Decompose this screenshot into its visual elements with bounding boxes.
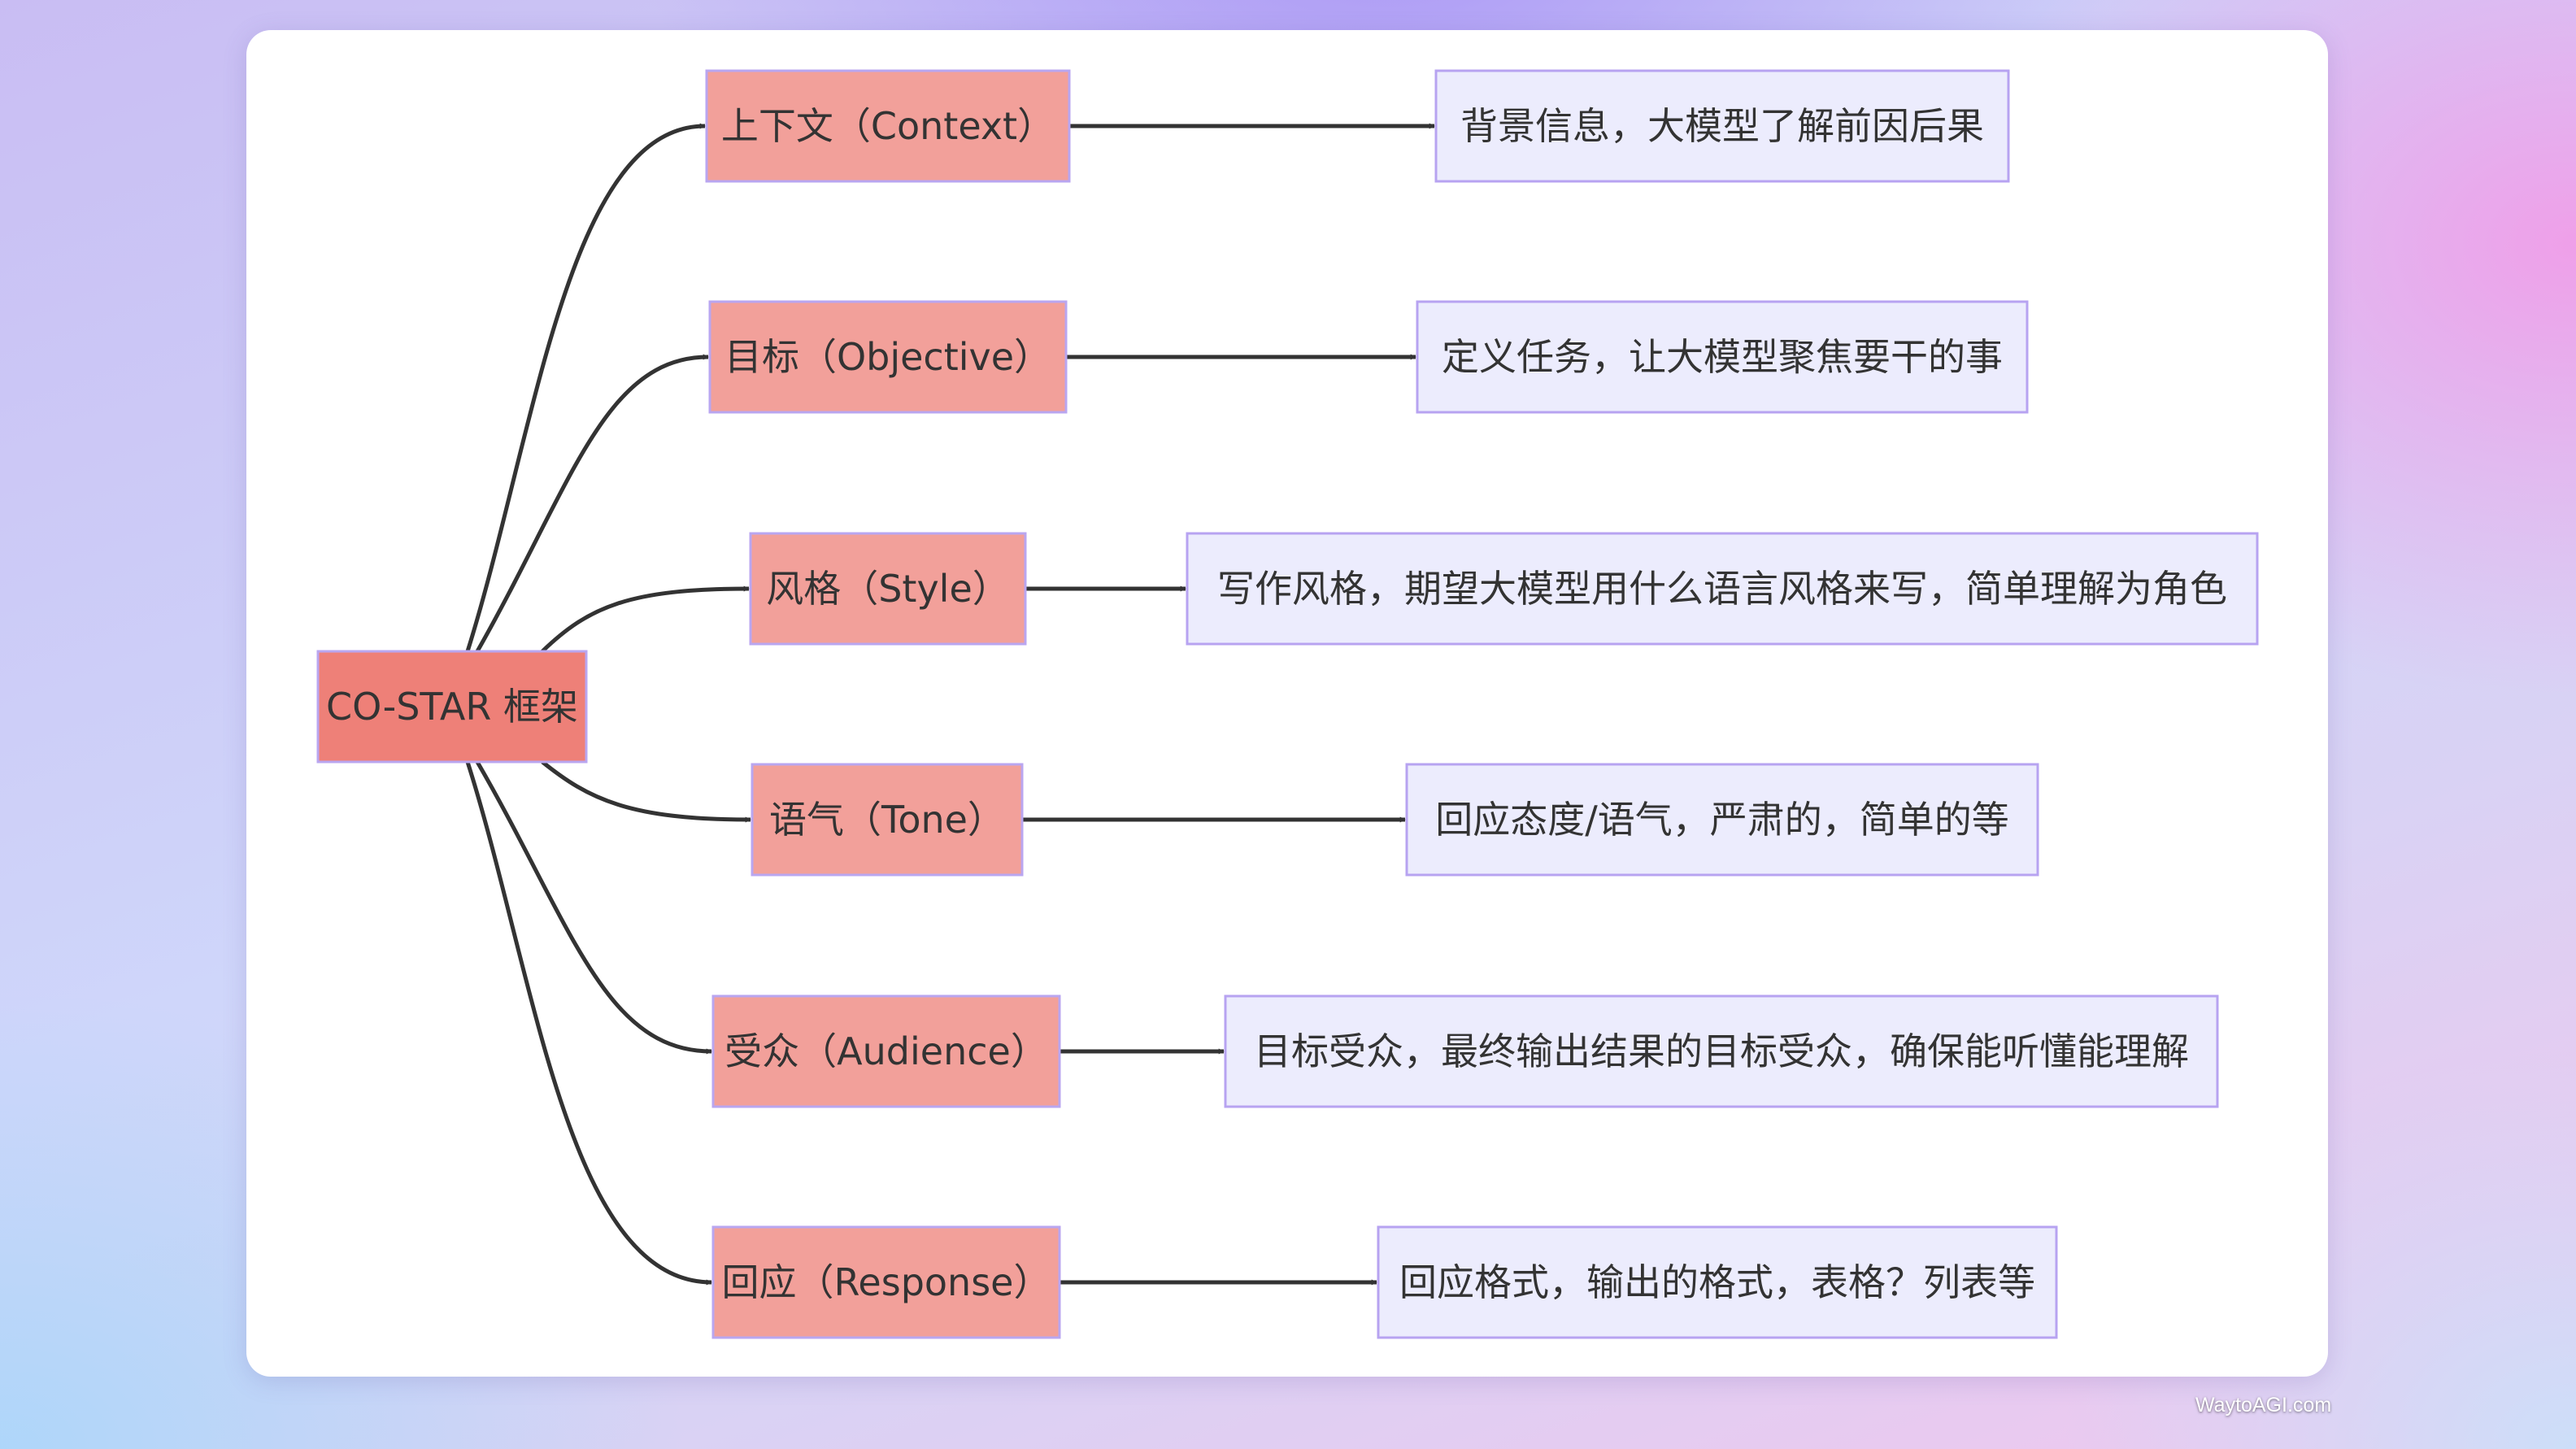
description-node-box	[1224, 994, 2219, 1108]
root-node-label: CO-STAR 框架	[326, 685, 578, 729]
description-node-label: 目标受众，最终输出结果的目标受众，确保能听懂能理解	[1254, 1029, 2189, 1073]
description-node-label: 背景信息，大模型了解前因后果	[1460, 104, 1984, 148]
description-node-response: 回应格式，输出的格式，表格？列表等	[1377, 1225, 2058, 1339]
dimension-node-box	[749, 532, 1027, 646]
dimension-node-label: 受众（Audience）	[724, 1029, 1048, 1073]
description-node-audience: 目标受众，最终输出结果的目标受众，确保能听懂能理解	[1224, 994, 2219, 1108]
description-node-label: 回应态度/语气，严肃的，简单的等	[1435, 798, 2009, 842]
description-node-box	[1405, 763, 2039, 877]
edge-root-to-objective	[475, 354, 709, 653]
description-node-tone: 回应态度/语气，严肃的，简单的等	[1405, 763, 2039, 877]
description-node-box	[1416, 300, 2029, 414]
dimension-node-label: 目标（Objective）	[724, 335, 1051, 379]
edge-root-to-tone	[541, 760, 751, 823]
description-node-style: 写作风格，期望大模型用什么语言风格来写，简单理解为角色	[1186, 532, 2259, 646]
dimension-node-tone: 语气（Tone）	[751, 763, 1024, 877]
edge-root-to-style	[541, 585, 750, 653]
dimension-node-context: 上下文（Context）	[705, 69, 1071, 183]
description-node-label: 回应格式，输出的格式，表格？列表等	[1399, 1260, 2035, 1304]
dimension-node-label: 语气（Tone）	[769, 798, 1005, 842]
dimension-node-response: 回应（Response）	[711, 1225, 1061, 1339]
description-node-label: 定义任务，让大模型聚焦要干的事	[1442, 335, 2003, 379]
watermark: WaytoAGI.com	[2195, 1394, 2332, 1416]
dimension-node-audience: 受众（Audience）	[711, 994, 1061, 1108]
description-node-box	[1186, 532, 2259, 646]
root-node-box	[316, 650, 588, 764]
root-node: CO-STAR 框架	[316, 650, 588, 764]
description-node-label: 写作风格，期望大模型用什么语言风格来写，简单理解为角色	[1217, 567, 2227, 611]
dimension-node-style: 风格（Style）	[749, 532, 1027, 646]
edge-root-to-response	[465, 761, 712, 1286]
description-node-box	[1434, 69, 2010, 183]
dimension-node-box	[705, 69, 1071, 183]
dimension-node-box	[751, 763, 1024, 877]
description-node-context: 背景信息，大模型了解前因后果	[1434, 69, 2010, 183]
dimension-node-label: 风格（Style）	[766, 567, 1010, 611]
edges	[465, 123, 1435, 1286]
dimension-node-box	[711, 994, 1061, 1108]
dimension-node-box	[711, 1225, 1061, 1339]
diagram-card: 上下文（Context） 背景信息，大模型了解前因后果目标（Objective） 定…	[246, 30, 2328, 1377]
edge-root-to-context	[465, 123, 706, 652]
description-node-objective: 定义任务，让大模型聚焦要干的事	[1416, 300, 2029, 414]
edge-root-to-audience	[475, 760, 712, 1055]
description-node-box	[1377, 1225, 2058, 1339]
dimension-node-label: 回应（Response）	[722, 1260, 1051, 1304]
dimension-node-label: 上下文（Context）	[721, 104, 1055, 148]
dimension-node-box	[708, 300, 1068, 414]
dimension-node-objective: 目标（Objective）	[708, 300, 1068, 414]
